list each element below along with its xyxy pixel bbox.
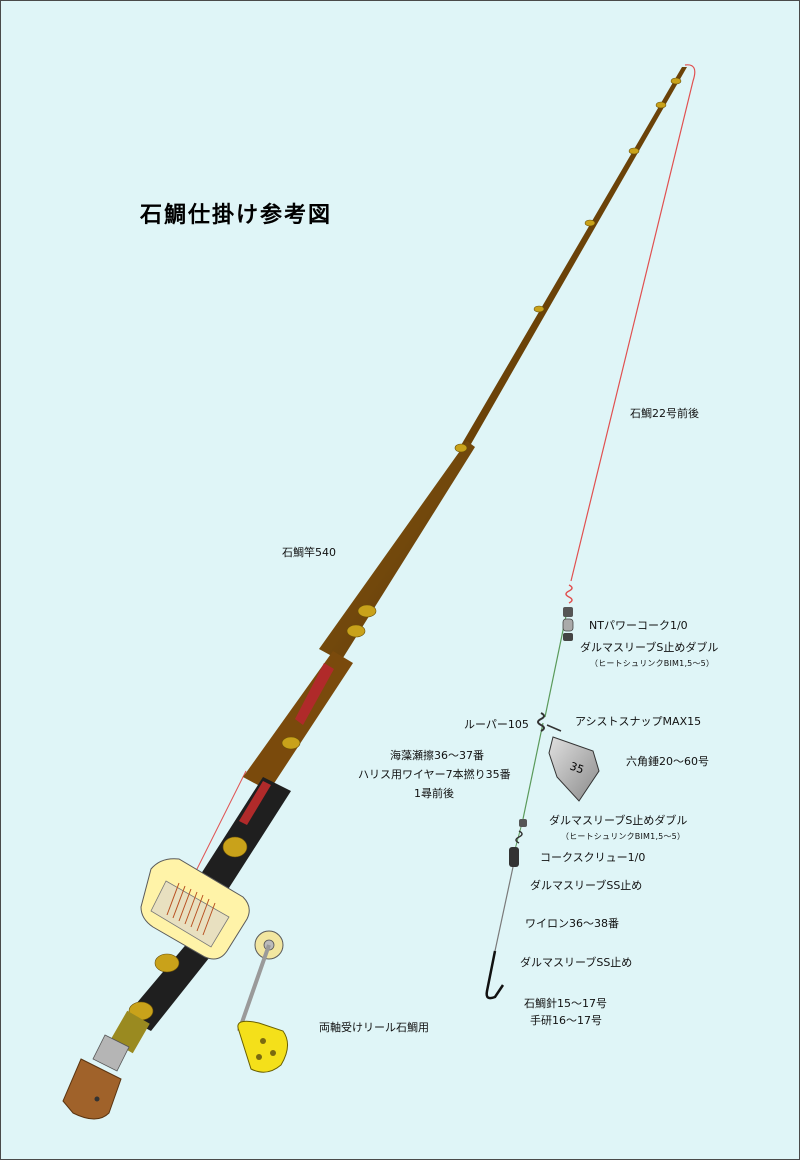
sinker-mark: 35 — [568, 760, 586, 777]
label-hook-finish: 手研16〜17号 — [530, 1014, 602, 1027]
label-sleeve-mid-note: （ヒートシュリンクBIM1,5〜5） — [561, 832, 686, 841]
label-sleeve-top-note: （ヒートシュリンクBIM1,5〜5） — [590, 659, 715, 668]
label-sinker: 六角錘20〜60号 — [626, 755, 709, 768]
label-seaweed-line: 海藻瀬擦36〜37番 — [390, 749, 484, 762]
cork-screw-icon — [509, 819, 527, 867]
label-sleeve-mid: ダルマスリーブS止めダブル — [549, 814, 688, 827]
label-rod: 石鯛竿540 — [282, 546, 336, 559]
swivel-icon — [562, 584, 574, 641]
label-looper: ルーパー105 — [464, 718, 529, 731]
page-title: 石鯛仕掛け参考図 — [140, 203, 333, 228]
leader-line — [494, 610, 568, 952]
main-line — [195, 64, 696, 872]
label-harris-wire: ハリス用ワイヤー7本撚り35番 — [358, 768, 511, 781]
sinker-icon: 35 — [548, 736, 600, 802]
label-length: 1尋前後 — [414, 787, 454, 800]
label-reel: 両軸受けリール石鯛用 — [319, 1021, 429, 1034]
label-swivel-top: NTパワーコーク1/0 — [589, 619, 688, 632]
reel-icon — [140, 858, 288, 1073]
label-main-line: 石鯛22号前後 — [630, 407, 699, 420]
label-hook: 石鯛針15〜17号 — [524, 997, 607, 1010]
label-sleeve-ss-1: ダルマスリーブSS止め — [530, 879, 643, 892]
label-wire-lower: ワイロン36〜38番 — [525, 917, 619, 930]
label-sleeve-top: ダルマスリーブS止めダブル — [580, 641, 719, 654]
rod-icon — [62, 67, 687, 1120]
label-sleeve-ss-2: ダルマスリーブSS止め — [520, 956, 633, 969]
label-cork-screw: コークスクリュー1/0 — [540, 851, 646, 864]
label-assist-snap: アシストスナップMAX15 — [575, 715, 702, 728]
hook-icon — [485, 950, 505, 1000]
snap-icon — [537, 712, 562, 732]
